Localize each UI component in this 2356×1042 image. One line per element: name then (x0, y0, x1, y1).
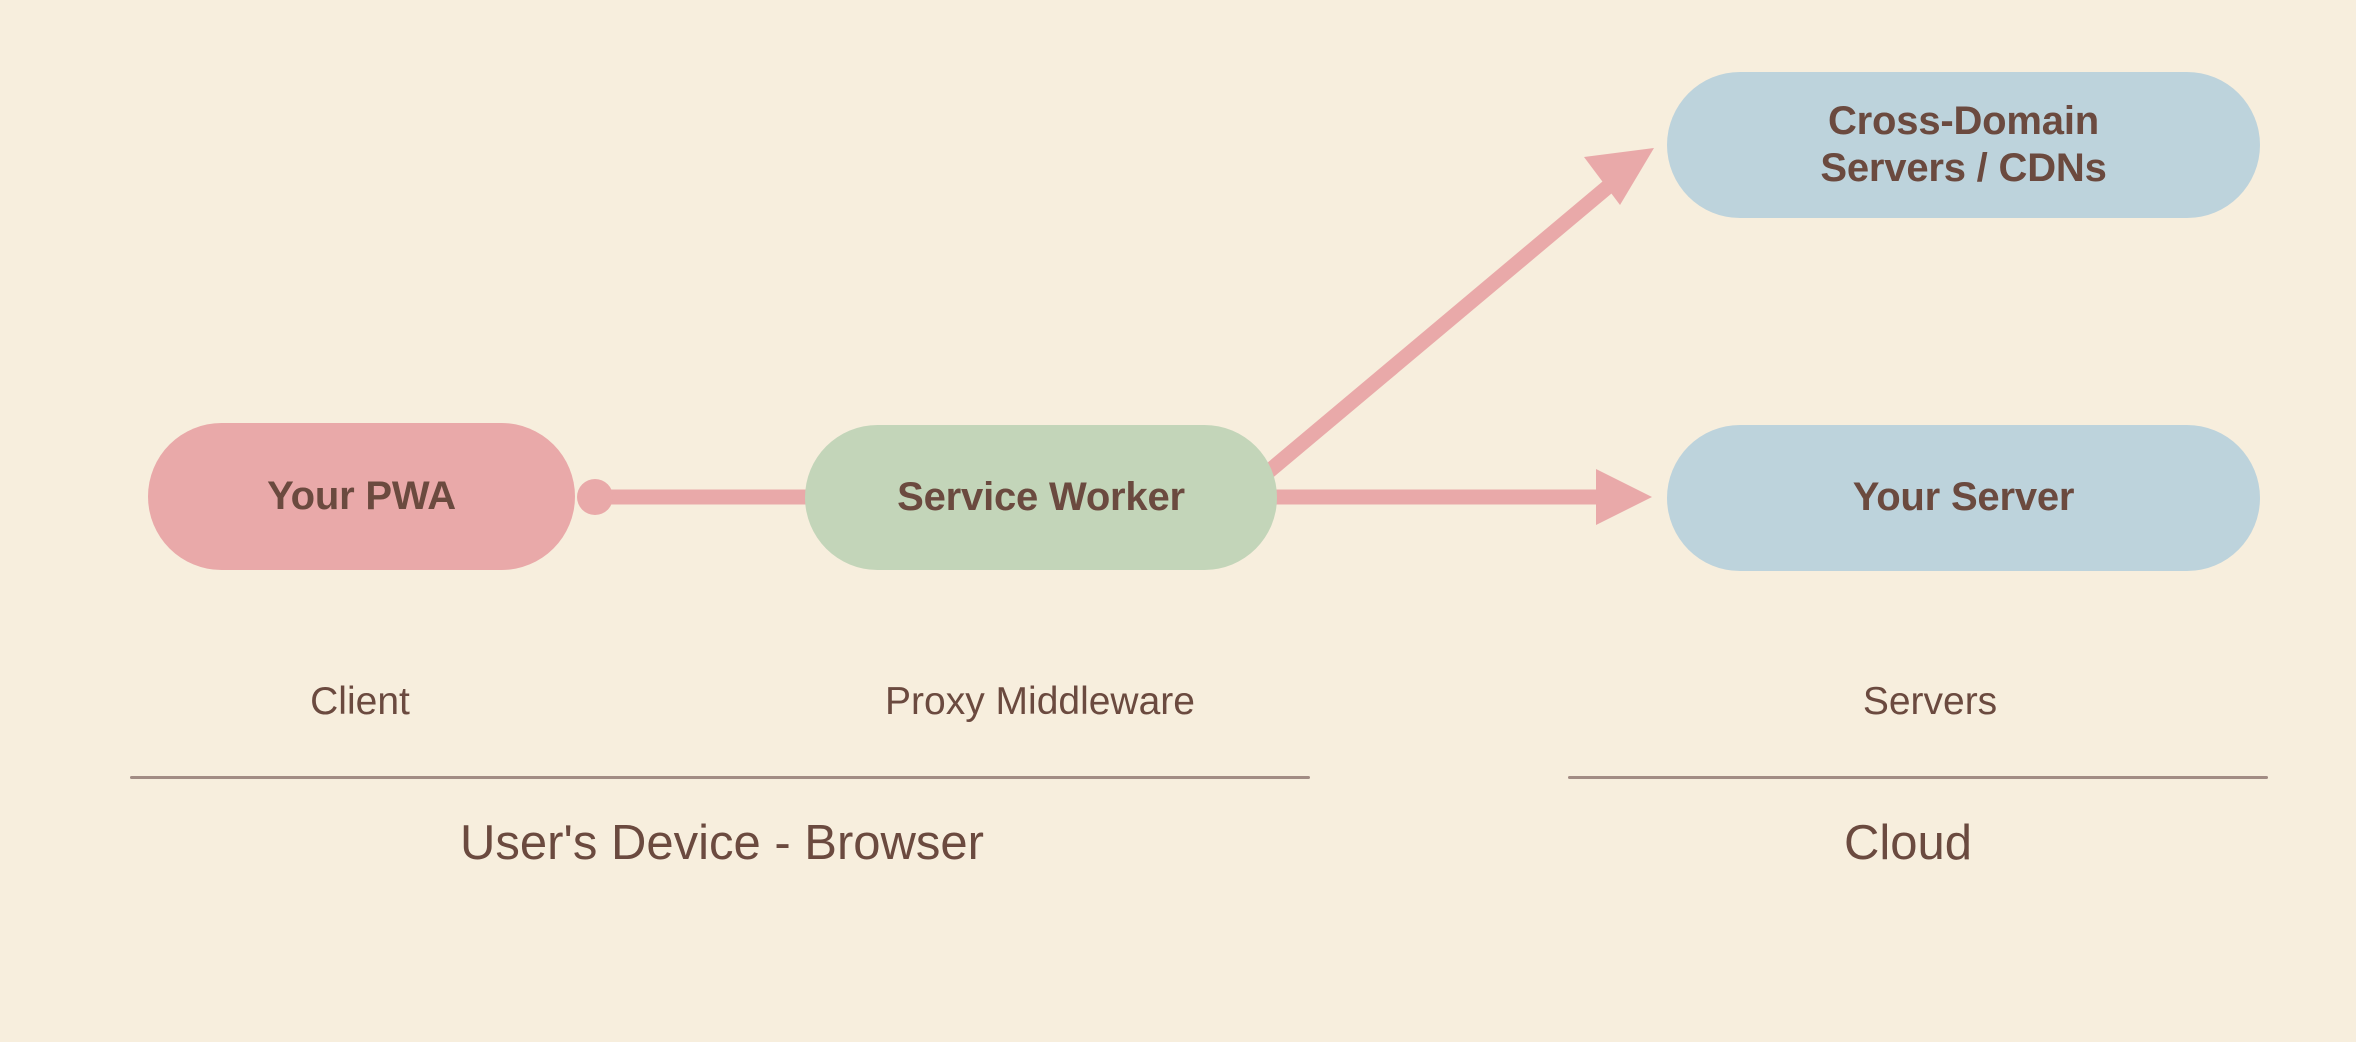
connector-origin-dot (577, 479, 613, 515)
region-label-users-device-browser: User's Device - Browser (460, 816, 984, 870)
connector-sw-to-cdn (1263, 179, 1615, 478)
divider-cloud (1568, 776, 2268, 779)
region-label-cloud: Cloud (1843, 816, 1973, 870)
node-service-worker[interactable]: Service Worker (805, 425, 1277, 570)
node-cross-domain-servers-label-line1: Cross-Domain (1828, 98, 2099, 143)
zone-label-servers: Servers (1862, 680, 1998, 723)
node-cross-domain-servers[interactable]: Cross-Domain Servers / CDNs (1667, 72, 2260, 218)
node-your-server-label: Your Server (1852, 475, 2075, 520)
zone-label-client: Client (310, 680, 410, 723)
node-service-worker-label: Service Worker (897, 474, 1185, 519)
arrowhead-sw-to-cdn (1584, 148, 1654, 205)
node-cross-domain-servers-text: Cross-Domain Servers / CDNs (1820, 98, 2106, 192)
node-your-pwa[interactable]: Your PWA (148, 423, 575, 570)
zone-label-proxy-middleware: Proxy Middleware (885, 680, 1195, 723)
arrowhead-sw-to-server (1596, 469, 1652, 525)
node-your-server[interactable]: Your Server (1667, 425, 2260, 571)
node-cross-domain-servers-label-line2: Servers / CDNs (1820, 146, 2107, 190)
node-your-pwa-label: Your PWA (267, 473, 456, 518)
divider-browser (130, 776, 1310, 779)
